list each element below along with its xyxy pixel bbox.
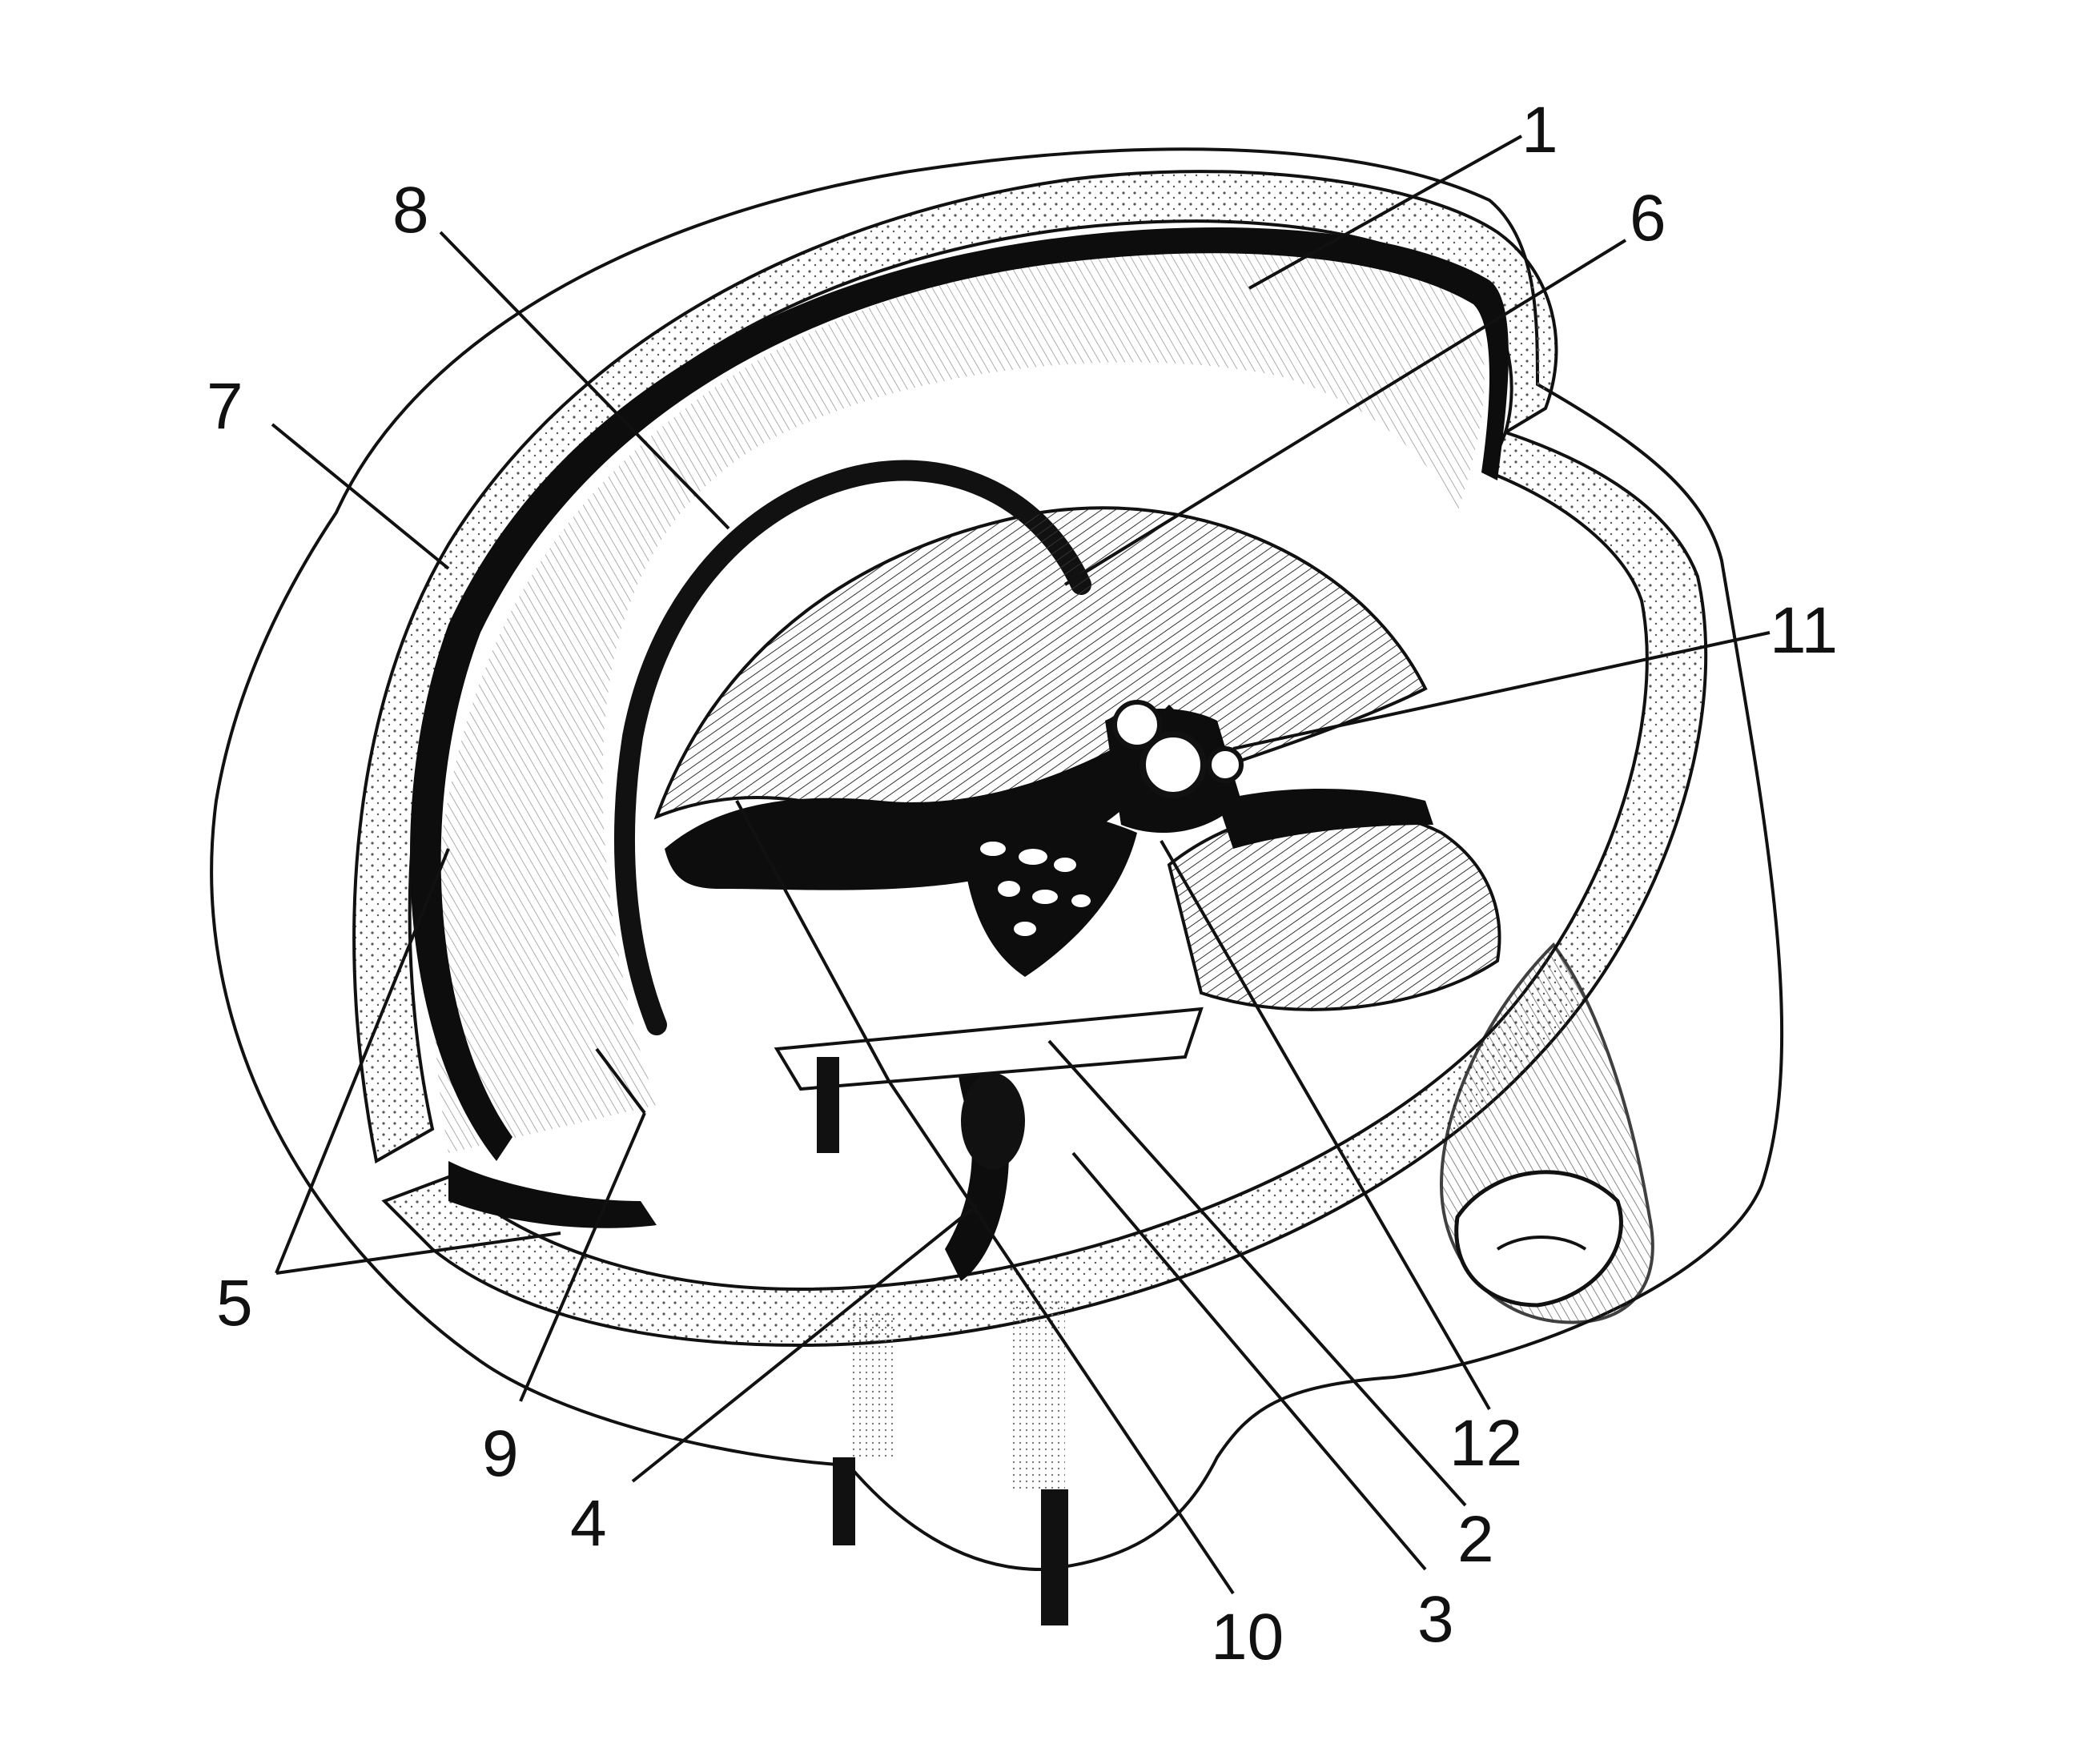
straight-sinus (945, 1041, 1025, 1281)
leader-2 (1047, 1039, 1467, 1507)
skull-outline (210, 147, 1784, 1572)
label-1: 1 (1521, 94, 1558, 167)
label-5: 5 (216, 1267, 253, 1340)
label-8: 8 (392, 174, 429, 247)
leader-5a (275, 848, 450, 1274)
sinus-network (961, 806, 1137, 977)
label-11: 11 (1770, 594, 1838, 667)
label-10: 10 (1211, 1601, 1284, 1674)
occipital-cut (774, 1007, 1204, 1625)
label-12: 12 (1449, 1407, 1522, 1480)
facial-region (1439, 942, 1654, 1324)
label-4: 4 (570, 1487, 607, 1560)
inferior-sagittal-sinus (614, 460, 1091, 1035)
label-2: 2 (1457, 1503, 1494, 1576)
leader-10a (887, 1079, 1235, 1595)
leader-5b (275, 1232, 561, 1275)
number-labels: 1 2 3 4 5 6 7 8 9 10 11 12 (207, 94, 1838, 1674)
leader-9a (519, 1112, 646, 1402)
label-9: 9 (482, 1417, 519, 1490)
leader-6 (1063, 239, 1627, 586)
transverse-sinus (448, 1161, 657, 1228)
leader-10b (735, 800, 890, 1082)
leader-3 (1071, 1151, 1427, 1571)
leader-lines (271, 135, 1771, 1595)
leader-9b (595, 1047, 646, 1115)
label-3: 3 (1417, 1583, 1454, 1656)
leader-11 (1232, 631, 1771, 750)
label-6: 6 (1630, 182, 1666, 255)
label-7: 7 (207, 370, 243, 443)
leader-1 (1248, 135, 1522, 290)
leader-8 (439, 231, 730, 530)
leader-12 (1160, 839, 1491, 1411)
leader-4 (631, 1203, 979, 1483)
leader-7 (271, 423, 450, 570)
falx-cerebri (432, 247, 1485, 1153)
tentorium-cerebelli (653, 506, 1501, 1011)
